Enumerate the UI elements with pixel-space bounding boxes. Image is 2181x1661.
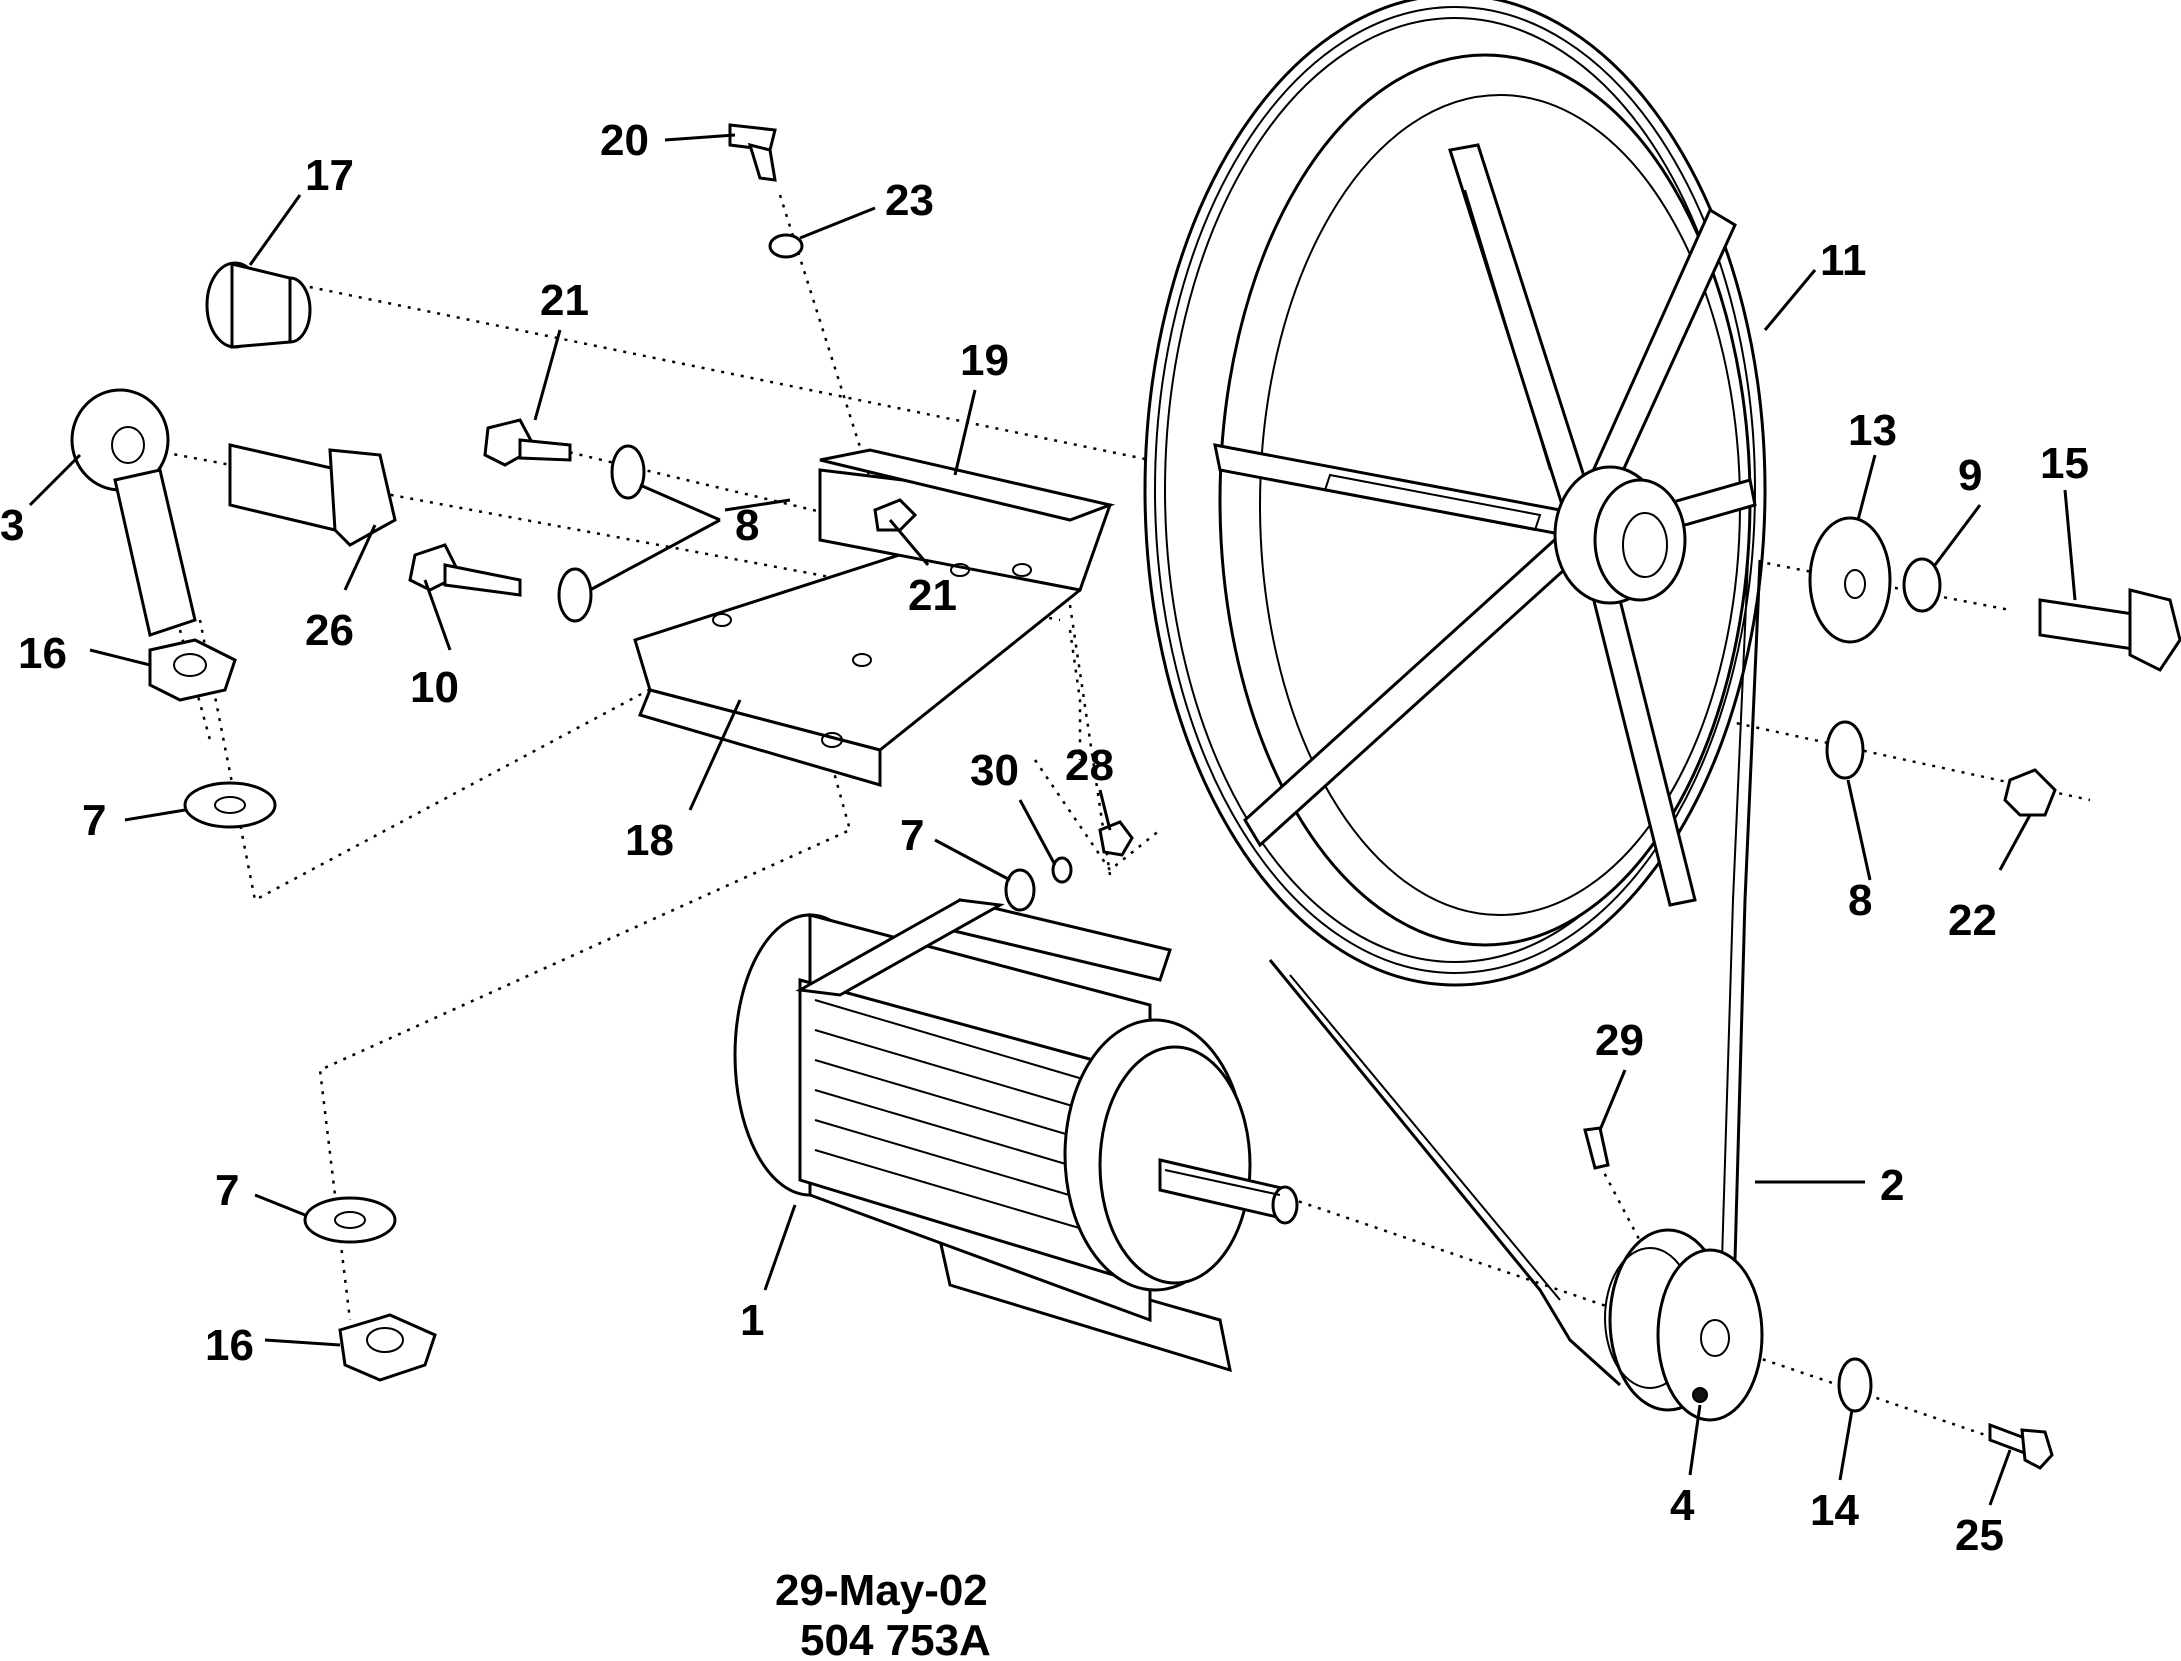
leader-lines bbox=[28, 133, 2077, 1506]
callout-4: 4 bbox=[1670, 1481, 1695, 1530]
callout-26: 26 bbox=[305, 606, 354, 655]
callout-30: 30 bbox=[970, 746, 1019, 795]
hardware-parts bbox=[70, 123, 2181, 1470]
callout-19: 19 bbox=[960, 336, 1009, 385]
callout-7-center: 7 bbox=[900, 811, 924, 860]
callout-28: 28 bbox=[1065, 741, 1114, 790]
drawing-date: 29-May-02 bbox=[775, 1566, 988, 1615]
callout-1: 1 bbox=[740, 1296, 764, 1345]
callout-10: 10 bbox=[410, 663, 459, 712]
small-pulley bbox=[1604, 1228, 1764, 1422]
callout-23: 23 bbox=[885, 176, 934, 225]
callout-3: 3 bbox=[0, 501, 24, 550]
callout-11: 11 bbox=[1820, 236, 1867, 285]
callout-17: 17 bbox=[305, 151, 354, 200]
callout-21-lower: 21 bbox=[908, 571, 957, 620]
electric-motor bbox=[733, 898, 1299, 1373]
callout-7-left: 7 bbox=[82, 796, 106, 845]
callout-16-upper: 16 bbox=[18, 629, 67, 678]
callout-labels: 20 23 17 21 19 11 3 26 8 21 13 9 15 16 1… bbox=[0, 116, 2089, 1560]
callout-16-lower: 16 bbox=[205, 1321, 254, 1370]
callout-13: 13 bbox=[1848, 406, 1897, 455]
callout-15: 15 bbox=[2040, 439, 2089, 488]
callout-7-lower: 7 bbox=[215, 1166, 239, 1215]
callout-14: 14 bbox=[1810, 1486, 1859, 1535]
callout-2: 2 bbox=[1880, 1161, 1904, 1210]
motor-mount-bracket bbox=[633, 448, 1116, 787]
large-pulley bbox=[1143, 0, 1767, 987]
callout-9: 9 bbox=[1958, 451, 1982, 500]
callout-8-right: 8 bbox=[1848, 876, 1872, 925]
callout-25: 25 bbox=[1955, 1511, 2004, 1560]
callout-8-upper: 8 bbox=[735, 501, 759, 550]
callout-22: 22 bbox=[1948, 896, 1997, 945]
drawing-footer: 29-May-02 504 753A bbox=[775, 1566, 991, 1661]
drive-belt bbox=[1268, 559, 1762, 1387]
callout-18: 18 bbox=[625, 816, 674, 865]
callout-21-upper: 21 bbox=[540, 276, 589, 325]
callout-20: 20 bbox=[600, 116, 649, 165]
callout-29: 29 bbox=[1595, 1016, 1644, 1065]
drawing-part-number: 504 753A bbox=[800, 1616, 991, 1661]
